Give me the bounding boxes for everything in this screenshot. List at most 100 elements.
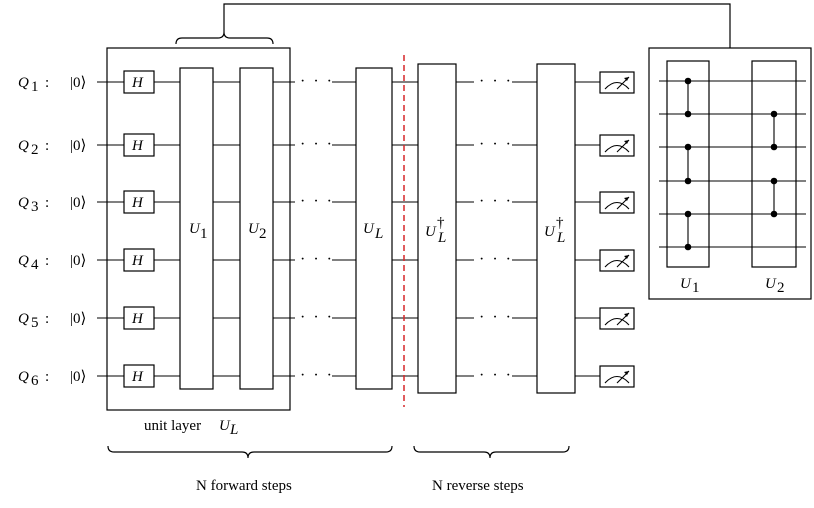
control-dot [770,177,778,185]
gate-uld1-sub: L [437,230,446,246]
reverse-brace [413,445,570,459]
gate-uld2-sub: L [556,230,565,246]
top-brace [175,31,274,45]
control-dot [770,110,778,118]
gate-u1-main: U [189,221,201,237]
forward-brace [107,445,393,459]
qubit-initial-state: |0⟩ [70,75,86,91]
gate-uld2-sup: † [556,215,564,231]
gate-ul-dagger-2: U † L [536,63,576,394]
control-dot [684,77,692,85]
gate-u2-main: U [248,221,260,237]
hadamard-label: H [131,138,144,154]
gate-u1: U 1 [179,67,214,390]
meter-icon [599,71,635,94]
qubit-index: 4 [31,257,39,273]
control-dot [770,143,778,151]
gate-u1-sub: 1 [200,226,208,242]
inset-u2-box [751,60,797,268]
inset-u1-main: U [680,276,692,292]
qubit-separator: : [45,311,49,327]
gate-ul-dagger-1: U † L [417,63,457,394]
ellipsis: · · · [479,309,513,326]
hadamard-label: H [131,253,144,269]
gate-ul-main: U [363,221,375,237]
inset-u1-box [666,60,710,268]
qubit-initial-state: |0⟩ [70,253,86,269]
ellipsis: · · · [479,367,513,384]
ellipsis: · · · [300,251,334,268]
ellipsis: · · · [300,309,334,326]
qubit-name: Q [18,138,29,154]
ellipsis: · · · [300,136,334,153]
gate-ul-sub: L [374,226,383,242]
hadamard-label: H [131,369,144,385]
meter-icon [599,365,635,388]
qubit-separator: : [45,369,49,385]
qubit-name: Q [18,311,29,327]
hadamard-gate: H [123,248,155,272]
unit-layer-label-text: unit layer [144,418,201,434]
control-dot [684,243,692,251]
hadamard-gate: H [123,364,155,388]
qubit-index: 6 [31,373,39,389]
ellipsis: · · · [479,136,513,153]
qubit-initial-state: |0⟩ [70,311,86,327]
ellipsis: · · · [300,73,334,90]
gate-u2: U 2 [239,67,274,390]
gate-ul: U L [355,67,393,390]
qubit-index: 2 [31,142,39,158]
qubit-initial-state: |0⟩ [70,138,86,154]
control-dot [684,177,692,185]
qubit-wires [97,81,600,377]
qubit-name: Q [18,75,29,91]
hadamard-label: H [131,311,144,327]
gate-uld2-main: U [544,224,556,240]
qubit-name: Q [18,195,29,211]
qubit-separator: : [45,75,49,91]
qubit-index: 1 [31,79,39,95]
hadamard-gate: H [123,70,155,94]
qubit-name: Q [18,253,29,269]
qubit-initial-state: |0⟩ [70,195,86,211]
qubit-name: Q [18,369,29,385]
hadamard-gate: H [123,133,155,157]
unit-layer-frame [106,47,291,411]
gate-uld1-main: U [425,224,437,240]
control-dot [684,210,692,218]
hadamard-label: H [131,195,144,211]
measurement-meters [599,71,635,388]
control-dot [684,110,692,118]
inset-frame [648,47,812,300]
meter-icon [599,249,635,272]
control-dot [684,143,692,151]
inset-circuit [659,77,806,251]
qubit-index: 5 [31,315,39,331]
hadamard-label: H [131,75,144,91]
qubit-separator: : [45,138,49,154]
meter-icon [599,134,635,157]
unit-layer-label-sub: L [229,422,238,438]
ellipsis: · · · [479,73,513,90]
meter-icon [599,191,635,214]
hadamard-gate: H [123,190,155,214]
ellipsis: · · · [300,193,334,210]
qubit-separator: : [45,253,49,269]
qubit-separator: : [45,195,49,211]
gate-u2-sub: 2 [259,226,267,242]
gate-uld1-sup: † [437,215,445,231]
ellipsis: · · · [479,251,513,268]
connector-line [223,3,731,48]
ellipsis: · · · [479,193,513,210]
inset-u2-main: U [765,276,777,292]
control-dot [770,210,778,218]
inset-u1-sub: 1 [692,280,700,296]
inset-u2-sub: 2 [777,280,785,296]
qubit-index: 3 [31,199,39,215]
unit-layer-label-main: U [219,418,231,434]
ellipsis: · · · [300,367,334,384]
ellipsis-dots: · · · · · · · · · · · · · · · · · · · · · · · ·… [300,73,513,384]
qubit-initial-state: |0⟩ [70,369,86,385]
